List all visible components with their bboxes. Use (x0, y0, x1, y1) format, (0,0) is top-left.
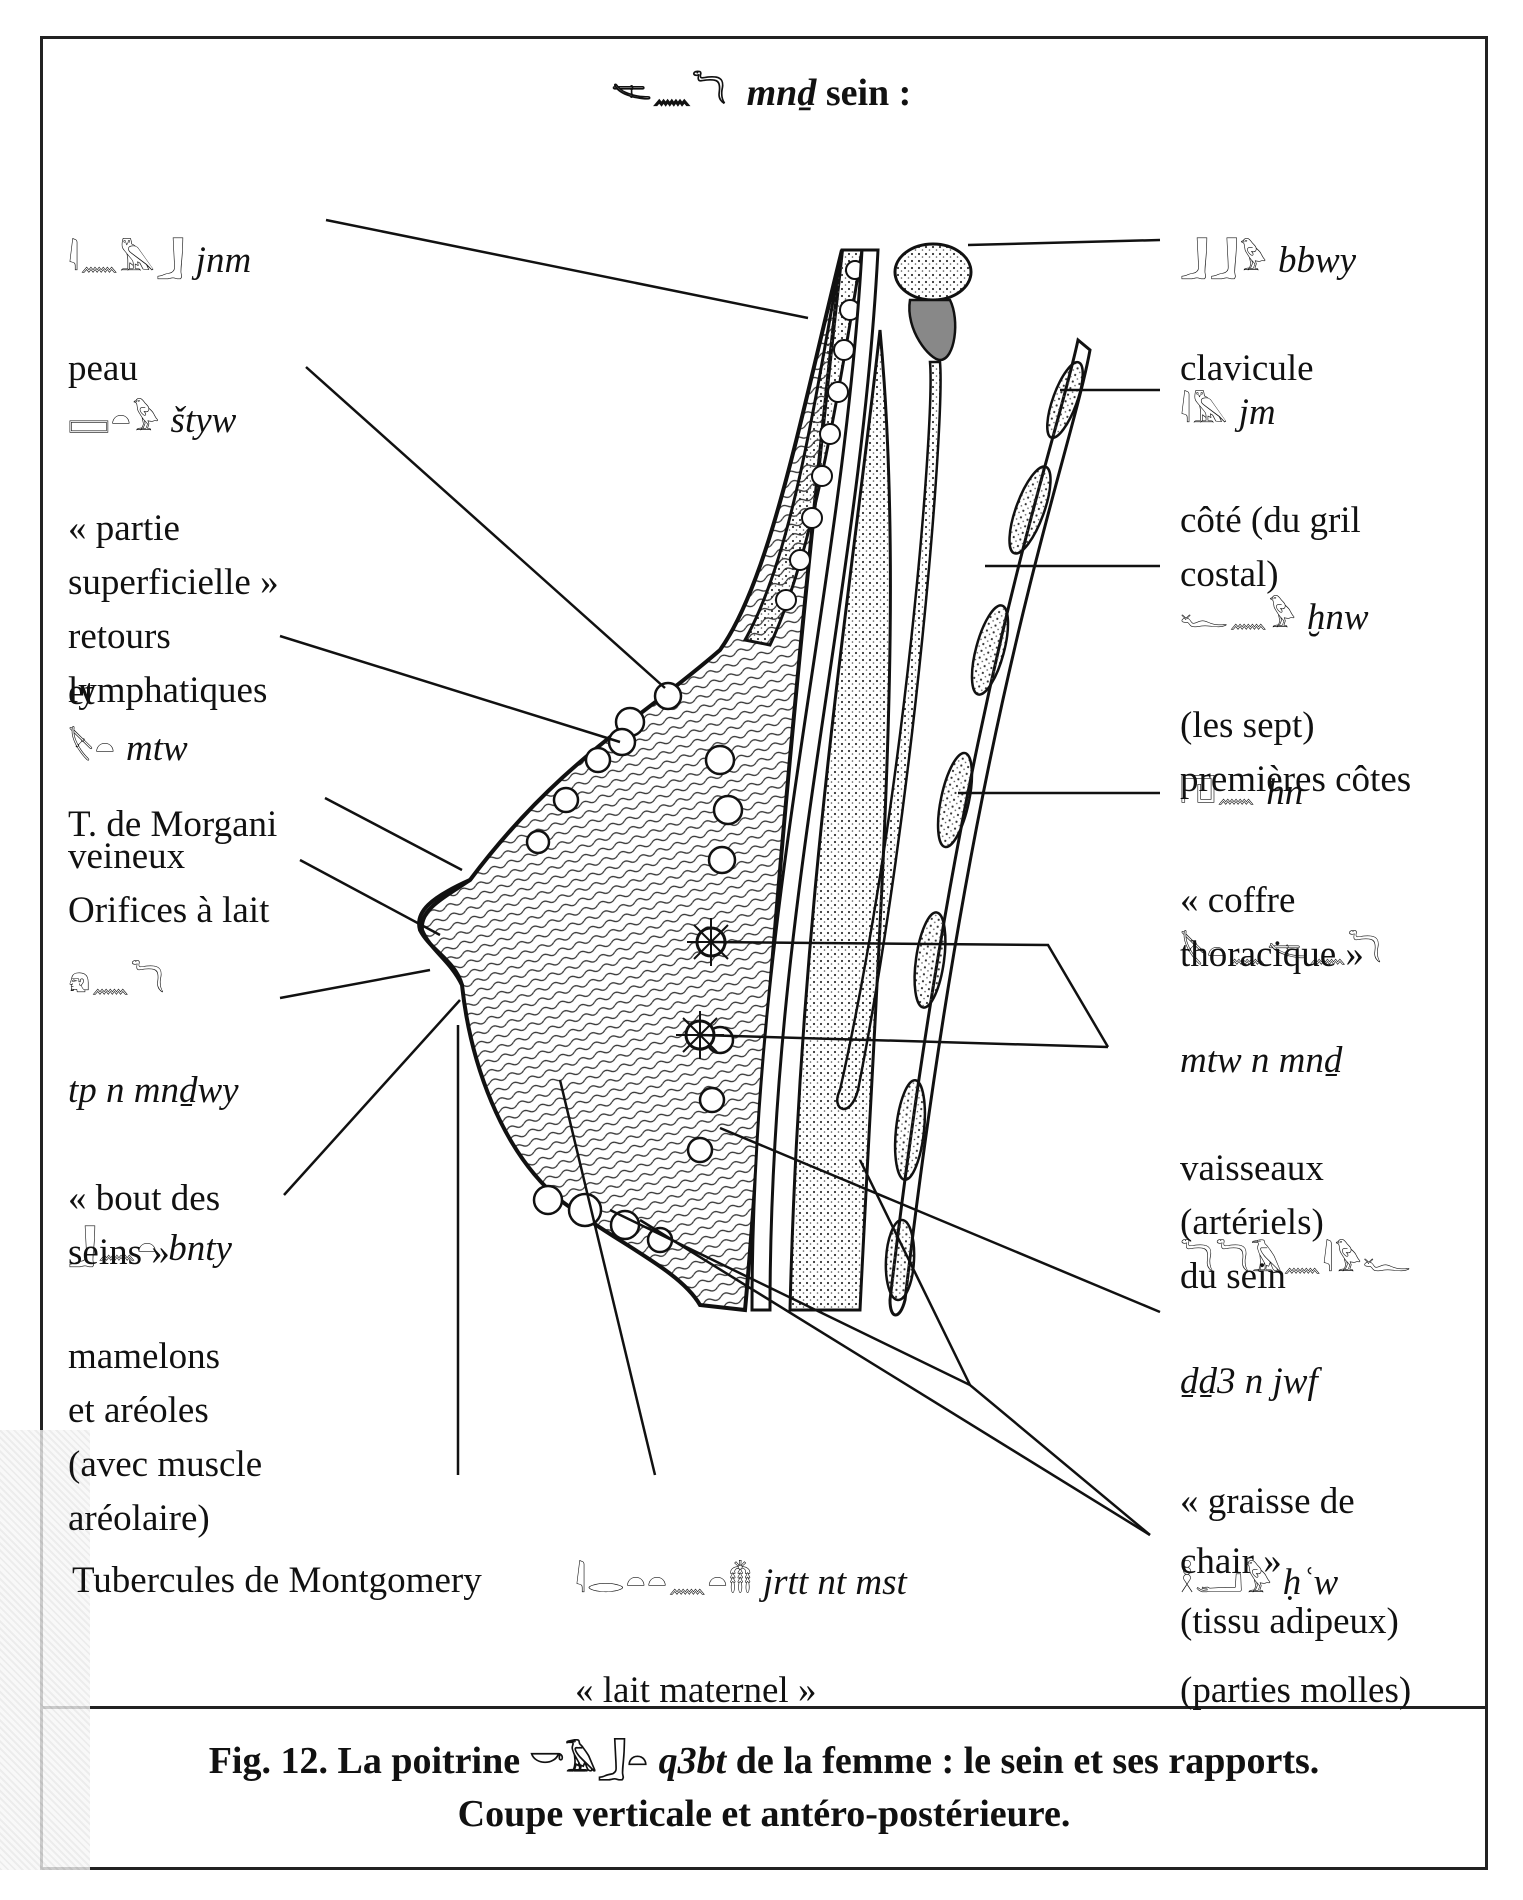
hieroglyph-bbwy: 𓃀𓃀𓅱 (1180, 240, 1268, 278)
label-mtwn: 𓌸𓏏𓈖𓌻𓈖𓆓 mtw n mnḏ vaisseaux (artériels) d… (1180, 870, 1393, 1304)
translit-bnty: bnty (168, 1228, 232, 1269)
translit-jrtt: jrtt nt mst (762, 1562, 907, 1603)
text-graisse: « graisse de chair » (tissu adipeux) (1180, 1481, 1399, 1642)
translit-styw: štyw (170, 400, 237, 441)
caption-text-b: de la femme : le sein et ses rapports. (735, 1740, 1320, 1782)
translit-tp: tp n mnḏwy (68, 1070, 239, 1111)
text-et: et (68, 672, 95, 713)
nipple (417, 878, 471, 986)
label-tp: 𓁶𓈖𓆓 tp n mnḏwy « bout des seins » (68, 900, 239, 1280)
hieroglyph-tp: 𓁶𓈖𓆓 (68, 962, 166, 1000)
muscle (788, 329, 892, 1312)
label-morgani: T. de Morgani (68, 744, 277, 852)
translit-dd: ḏḏ3 n jwf (1180, 1361, 1318, 1402)
text-vaisseaux: vaisseaux (artériels) du sein (1180, 1148, 1324, 1297)
text-coffre-thoracique: « coffre thoracique » (1180, 880, 1364, 975)
translit-hnw: ḫnw (1306, 597, 1369, 638)
figure-title: 𓌻𓈖𓆓 mnḏ sein : (0, 62, 1523, 115)
fat-lobules (525, 681, 744, 1254)
hieroglyph-hn: 𓉔𓈖 (1180, 772, 1257, 810)
hieroglyph-jm: 𓇋𓅓 (1180, 392, 1229, 430)
text-lait-maternel: « lait maternel » (575, 1670, 817, 1711)
caption-translit: q3bt (658, 1740, 727, 1782)
hieroglyph-mtwn: 𓌸𓏏𓈖𓌻𓈖𓆓 (1180, 932, 1383, 970)
translit-jm: jm (1238, 392, 1276, 433)
translit-mtw: mtw (125, 728, 188, 769)
breast-outline (419, 249, 844, 1313)
text-bout-des-seins: « bout des seins » (68, 1178, 221, 1273)
caption-text-line2: Coupe verticale et antéro-postérieure. (457, 1793, 1071, 1835)
text-parties-molles: (parties molles) (1180, 1670, 1412, 1711)
translit-bbwy: bbwy (1277, 240, 1357, 281)
text-partie-superficielle: « partie superficielle » retours lymphat… (68, 508, 279, 711)
hieroglyph-dd: 𓆓𓆓𓄿𓈖𓇋𓅱𓆑 (1180, 1241, 1412, 1279)
text-morgani: T. de Morgani (68, 804, 278, 845)
label-dd: 𓆓𓆓𓄿𓈖𓇋𓅱𓆑 ḏḏ3 n jwf « graisse de chair » (… (1180, 1170, 1422, 1652)
translit-mtwn: mtw n mnḏ (1180, 1040, 1343, 1081)
caption-text-a: Fig. 12. La poitrine (208, 1740, 521, 1782)
text-veineux: veineux (68, 836, 186, 877)
text-clavicule: clavicule (1180, 348, 1314, 389)
rib-first (836, 360, 942, 1111)
label-montgomery: Tubercules de Montgomery (72, 1500, 482, 1608)
figure-frame (40, 36, 1488, 1870)
text-cote: côté (du gril costal) (1180, 500, 1361, 595)
scan-shading (0, 1430, 90, 1870)
pectoral-band (750, 248, 880, 1312)
translit-hn: hn (1266, 772, 1304, 813)
hieroglyph-styw: 𓈙𓏏𓅱 (68, 400, 161, 438)
rib-segments (884, 360, 1084, 1302)
hieroglyph-jrtt: 𓇋𓂋𓏏𓏏𓈖𓏏𓄟 (575, 1562, 753, 1600)
clavicle (893, 242, 973, 302)
translit-jnm: jnm (195, 240, 252, 281)
hieroglyph-haw: 𓎛𓂝𓅱 (1180, 1562, 1273, 1600)
leader-lines (279, 218, 1161, 1537)
caption-box (40, 1706, 1488, 1870)
hieroglyph-bnty: 𓃀𓈖𓏏 (68, 1228, 159, 1266)
ribs (888, 337, 1092, 1317)
hieroglyph-mnd: 𓌻𓈖𓆓 (611, 73, 728, 111)
translit-haw: ḥʿw (1282, 1562, 1339, 1603)
title-word: sein : (825, 72, 912, 114)
hieroglyph-jnm: 𓇋𓈖𓅓𓃀 (68, 240, 186, 278)
text-montgomery: Tubercules de Montgomery (72, 1560, 482, 1601)
label-orifices: Orifices à lait (68, 830, 269, 938)
text-premieres-cotes: (les sept) premières côtes (1180, 705, 1412, 800)
hieroglyph-hnw: 𓆑𓈖𓅱 (1180, 597, 1297, 635)
text-peau: peau (68, 348, 138, 389)
text-mamelons: mamelons et aréoles (avec muscle aréolai… (68, 1336, 263, 1539)
title-translit: mnḏ (746, 72, 817, 114)
hieroglyph-q3bt: 𓎡𓄿𓃀𓏏 (529, 1741, 649, 1779)
caption-line-2: Coupe verticale et antéro-postérieure. (40, 1792, 1488, 1836)
text-orifices: Orifices à lait (68, 890, 270, 931)
skin-cells (775, 260, 865, 611)
hieroglyph-mtw: 𓌸𓏏 (68, 728, 116, 766)
